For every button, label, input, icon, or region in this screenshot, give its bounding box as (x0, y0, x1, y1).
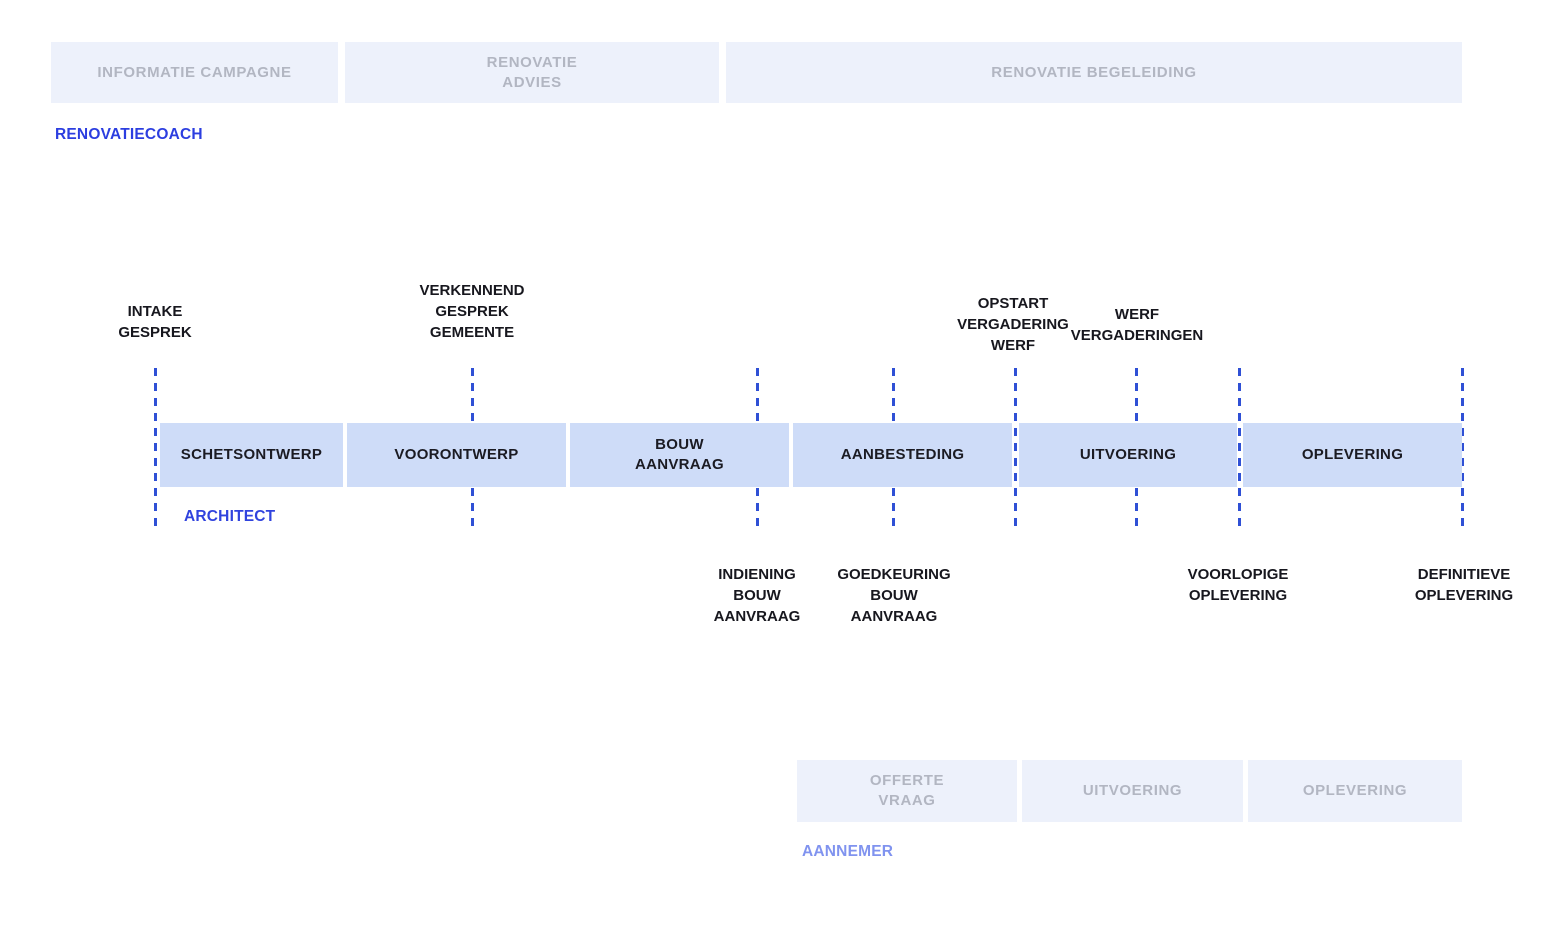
coach-phase-box-renovatie-begeleiding: RENOVATIE BEGELEIDING (726, 42, 1462, 103)
role-label-aannemer: AANNEMER (802, 843, 894, 860)
milestone-label-indiening-bouw-aanvraag: INDIENING BOUW AANVRAAG (713, 566, 801, 625)
milestone-line-voorlopige-oplevering (1238, 368, 1241, 533)
milestone-label-opstart-vergadering-werf: OPSTART VERGADERING WERF (957, 295, 1069, 354)
architect-phase-box-schetsontwerp: SCHETSONTWERP (160, 423, 343, 487)
coach-phase-box-informatie-campagne: INFORMATIE CAMPAGNE (51, 42, 338, 103)
role-label-renovatiecoach: RENOVATIECOACH (55, 126, 203, 143)
architect-phase-box-uitvoering: UITVOERING (1019, 423, 1237, 487)
milestone-line-definitieve-oplevering (1461, 368, 1464, 533)
milestone-label-goedkeuring-bouw-aanvraag: GOEDKEURING BOUW AANVRAAG (837, 566, 951, 625)
milestone-label-verkennend-gesprek-gemeente: VERKENNEND GESPREK GEMEENTE (419, 282, 525, 341)
aannemer-phase-box-oplevering: OPLEVERING (1248, 760, 1462, 822)
coach-phase-box-renovatie-advies: RENOVATIE ADVIES (345, 42, 719, 103)
role-label-architect: ARCHITECT (184, 508, 276, 525)
milestone-line-intake-gesprek (154, 368, 157, 533)
aannemer-phase-box-offerte-vraag: OFFERTE VRAAG (797, 760, 1017, 822)
architect-phase-box-oplevering: OPLEVERING (1243, 423, 1462, 487)
architect-phase-box-bouwaanvraag: BOUW AANVRAAG (570, 423, 789, 487)
aannemer-phase-box-uitvoering: UITVOERING (1022, 760, 1243, 822)
milestone-label-voorlopige-oplevering: VOORLOPIGE OPLEVERING (1187, 566, 1289, 604)
milestone-label-definitieve-oplevering: DEFINITIEVE OPLEVERING (1414, 566, 1514, 604)
milestone-label-werf-vergaderingen: WERF VERGADERINGEN (1070, 306, 1204, 344)
architect-phase-box-aanbesteding: AANBESTEDING (793, 423, 1012, 487)
architect-phase-box-voorontwerp: VOORONTWERP (347, 423, 566, 487)
milestone-label-intake-gesprek: INTAKE GESPREK (118, 303, 192, 341)
milestone-line-opstart-vergadering-werf (1014, 368, 1017, 533)
